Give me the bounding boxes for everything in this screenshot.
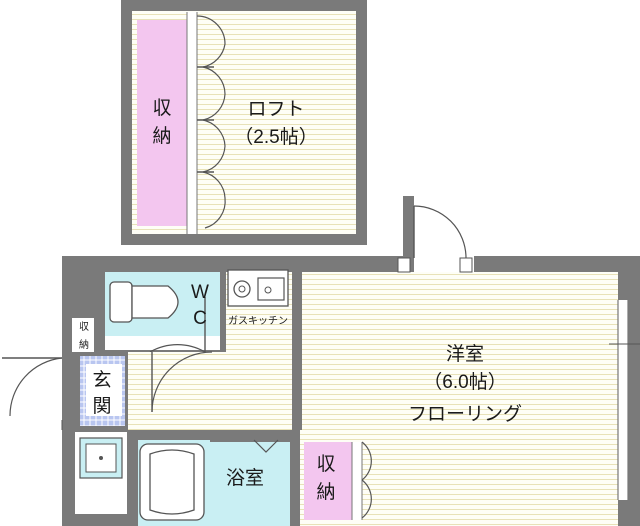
bathroom-label: 浴室	[226, 467, 264, 489]
wc-room	[105, 272, 220, 354]
western-room-name: 洋室	[446, 343, 484, 365]
room-door-arc	[413, 205, 467, 259]
bathroom	[138, 438, 290, 526]
entrance-door-arc	[9, 357, 63, 417]
wash-area	[75, 432, 127, 514]
loft-name: ロフト	[247, 99, 304, 120]
toilet-fixture	[109, 281, 133, 323]
entrance-storage-label-1: 収	[79, 321, 89, 333]
entrance-label-2: 関	[92, 396, 111, 417]
room-storage-label-1: 収	[316, 453, 335, 475]
western-room-size: （6.0帖）	[423, 371, 506, 393]
entrance-area	[0, 318, 125, 430]
western-room-floor: フローリング	[408, 403, 522, 425]
loft-storage-label-1: 収	[152, 97, 171, 119]
wc-label-2: C	[193, 308, 207, 329]
room-storage	[304, 441, 372, 520]
entrance-storage	[72, 318, 94, 352]
loft-closet-doors	[196, 15, 226, 229]
wc-label-1: W	[191, 282, 209, 303]
entrance-label-1: 玄	[92, 369, 111, 391]
hallway	[128, 351, 292, 430]
loft-storage-label-2: 納	[152, 125, 171, 147]
room-storage-label-2: 納	[316, 481, 335, 503]
loft-size: （2.5帖）	[234, 126, 317, 148]
entrance-storage-label-2: 納	[79, 338, 89, 351]
kitchen-label: ガスキッチン	[228, 315, 288, 327]
loft-area	[121, 0, 367, 245]
loft-storage	[137, 20, 187, 226]
western-room	[298, 205, 640, 526]
